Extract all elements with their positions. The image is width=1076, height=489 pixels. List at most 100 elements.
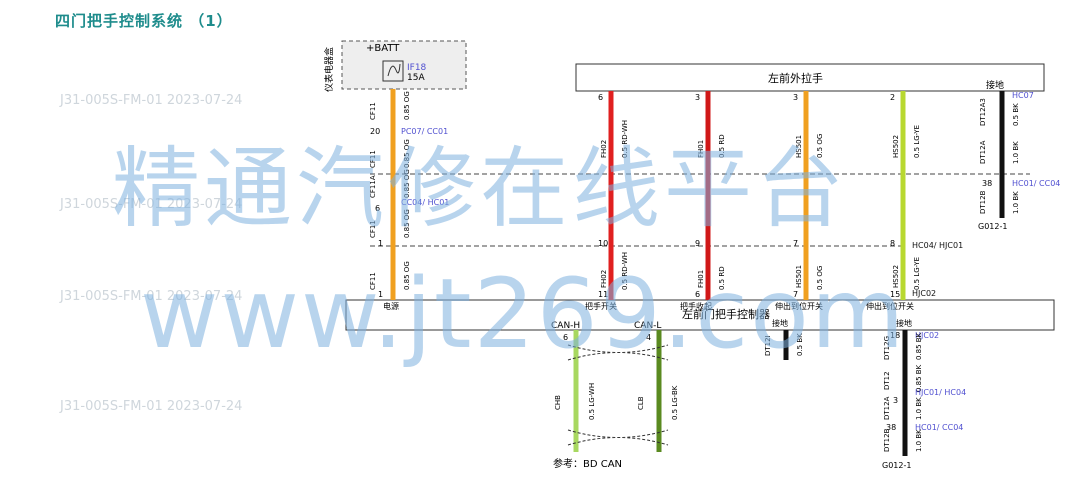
- wire-code: HS502: [892, 135, 900, 158]
- wire-spec: 0.5 BK: [796, 333, 804, 356]
- controller-pin-label: 把手收起: [680, 301, 712, 311]
- stamp-watermark: J31-005S-FM-01 2023-07-24: [59, 197, 242, 212]
- controller-pin-label: 电源: [383, 301, 399, 311]
- controller-pin-label: 把手开关: [585, 301, 617, 311]
- pin-number: 20: [370, 127, 380, 136]
- fuse-element: [387, 63, 401, 77]
- wire-spec: 0.5 LG-BK: [671, 385, 679, 420]
- pin-number: 38: [886, 423, 896, 432]
- wire-code: DT12: [883, 371, 891, 390]
- wire-spec: 0.5 RD-WH: [621, 120, 629, 158]
- handle-title: 左前外拉手: [768, 71, 823, 85]
- pin-number: 6: [598, 93, 603, 102]
- wire-code: FH01: [697, 270, 705, 288]
- can-bus: CAN-H CAN-L 6 4 CHB 0.5 LG-WH CLB 0.5 LG…: [551, 321, 679, 470]
- signal-wire: 3 9 6 FH01 0.5 RD FH01 0.5 RD: [695, 91, 726, 300]
- pin-number: 15: [890, 290, 900, 299]
- wire-spec: 0.5 RD-WH: [621, 252, 629, 290]
- connector-label: HJC01/ HC04: [915, 388, 966, 397]
- wire-spec: 0.85 OG: [403, 169, 411, 198]
- wire-spec: 1.0 BK: [1012, 191, 1020, 214]
- wire-code: FH02: [600, 140, 608, 158]
- controller-title: 左前门把手控制器: [682, 307, 770, 321]
- pin-number: 3: [695, 93, 700, 102]
- stamp-watermarks: J31-005S-FM-01 2023-07-24 J31-005S-FM-01…: [59, 93, 242, 414]
- can-h-label: CAN-H: [551, 321, 580, 331]
- wire-spec: 0.5 LG-YE: [913, 257, 921, 290]
- wire-spec: 0.5 RD: [718, 134, 726, 158]
- stamp-watermark: J31-005S-FM-01 2023-07-24: [59, 289, 242, 304]
- wire-code: DT12I: [764, 335, 772, 356]
- controller-pin-labels: 电源 把手开关 把手收起 伸出到位开关 伸出到位开关: [383, 301, 914, 311]
- connector-label: HJC02: [915, 331, 939, 340]
- wire-code: CF11: [369, 220, 377, 238]
- fuse-id: IF18: [407, 63, 427, 73]
- connector-label: PC07/ CC01: [401, 127, 448, 136]
- pin-number: 6: [695, 290, 700, 299]
- batt-label: +BATT: [366, 43, 400, 54]
- wire-spec: 0.85 BK: [915, 332, 923, 360]
- stamp-watermark: J31-005S-FM-01 2023-07-24: [59, 93, 242, 108]
- wire-spec: 0.5 LG-WH: [588, 383, 596, 420]
- pin-number: 38: [982, 179, 992, 188]
- wire-spec: 0.85 BK: [915, 364, 923, 392]
- connector-label: HC04/ HJC01: [912, 241, 963, 250]
- pin-number: 7: [793, 290, 798, 299]
- wire-code: HS501: [795, 265, 803, 288]
- wire-spec: 0.5 LG-YE: [913, 125, 921, 158]
- fuse-symbol: [382, 60, 404, 82]
- wire-code: CF11: [369, 150, 377, 168]
- handle-ground-wire: HC07 DT12A3 0.5 BK DT12A 1.0 BK DT12B 1.…: [978, 91, 1060, 231]
- controller-pin-label: 伸出到位开关: [866, 301, 914, 311]
- controller-pin-label: 伸出到位开关: [775, 301, 823, 311]
- wire-code: DT12B: [979, 190, 987, 214]
- wire-spec: 1.0 BK: [915, 397, 923, 420]
- ground-point-label: G012-1: [882, 461, 911, 470]
- wire-code: DT12A: [979, 140, 987, 164]
- pin-number: 9: [695, 239, 700, 248]
- controller-box: 左前门把手控制器 电源 把手开关 把手收起 伸出到位开关 伸出到位开关: [345, 299, 1055, 331]
- connector-label: CC04/ HC01: [401, 198, 449, 207]
- wire-code: DT12B: [883, 428, 891, 452]
- wire-spec: 0.85 OG: [403, 209, 411, 238]
- wire-code: HS502: [892, 265, 900, 288]
- wire-spec: 0.85 OG: [403, 261, 411, 290]
- wire-spec: 0.5 OG: [816, 134, 824, 158]
- pin-number: 4: [646, 333, 651, 342]
- wire-code: CF11: [369, 272, 377, 290]
- pin-number: 8: [890, 239, 895, 248]
- wire-spec: 1.0 BK: [1012, 141, 1020, 164]
- can-l-label: CAN-L: [634, 321, 661, 331]
- ground-label: 接地: [896, 318, 912, 328]
- wire-spec: 0.85 OG: [403, 91, 411, 120]
- connector-label: HJC02: [912, 289, 936, 298]
- pin-number: 7: [793, 239, 798, 248]
- pin-number: 6: [563, 333, 568, 342]
- wire-code: HS501: [795, 135, 803, 158]
- controller-outline: [345, 299, 1055, 331]
- wire-code: CLB: [637, 396, 645, 410]
- pin-number: 10: [598, 239, 608, 248]
- controller-ground-main: 接地 18 HJC02 DT12G 0.85 BK DT12 0.85 BK D…: [882, 318, 966, 470]
- power-wire: CF11 0.85 OG CF11 0.85 OG CF11A 0.85 OG …: [369, 89, 449, 300]
- wire-spec: 0.5 RD: [718, 266, 726, 290]
- wire-spec: 1.0 BK: [915, 429, 923, 452]
- pin-number: 2: [890, 93, 895, 102]
- wire-code: DT12A: [883, 396, 891, 420]
- fuse-rating: 15A: [407, 73, 425, 83]
- handle-box: 左前外拉手 接地: [575, 63, 1045, 92]
- wire-spec: 0.5 OG: [816, 266, 824, 290]
- handle-ground-label: 接地: [986, 79, 1004, 91]
- pin-number: 3: [793, 93, 798, 102]
- wire-code: DT12A3: [979, 98, 987, 126]
- stamp-watermark: J31-005S-FM-01 2023-07-24: [59, 399, 242, 414]
- wire-code: CHB: [554, 395, 562, 410]
- ground-point-label: G012-1: [978, 222, 1007, 231]
- wire-code: FH01: [697, 140, 705, 158]
- wire-spec: 0.85 OG: [403, 139, 411, 168]
